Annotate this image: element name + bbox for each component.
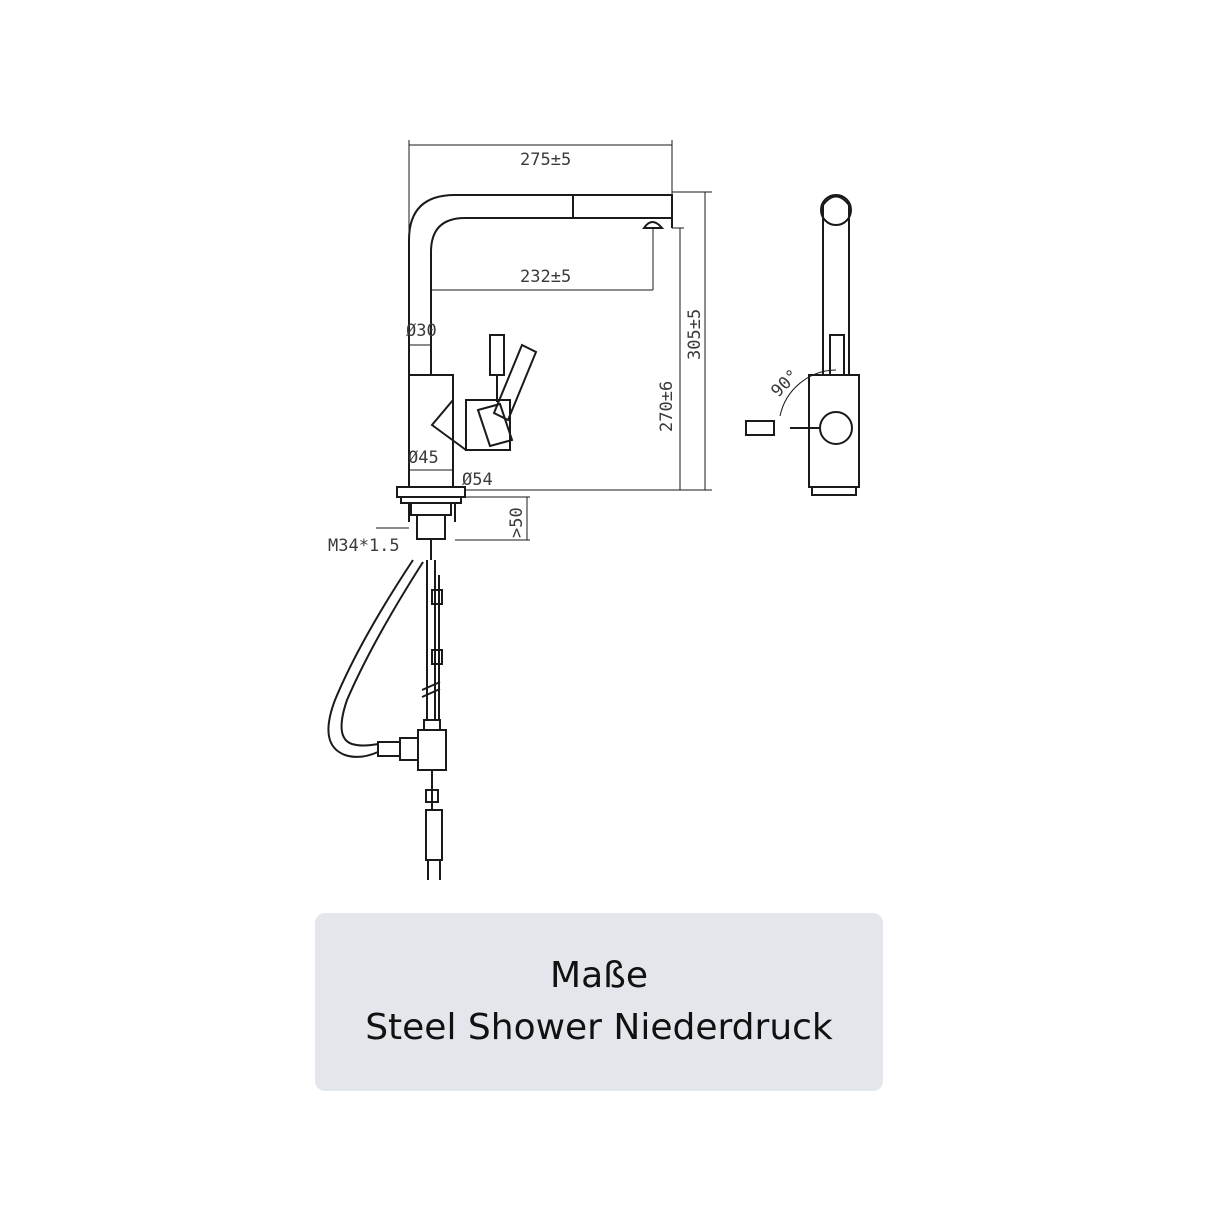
faucet-front-view: [327, 194, 673, 880]
dim-height-total: 305±5: [685, 309, 705, 360]
dim-dia-base: Ø54: [462, 470, 493, 490]
caption-title: Maße: [550, 955, 648, 996]
dim-spout-reach: 232±5: [520, 267, 571, 287]
caption-product-name: Steel Shower Niederdruck: [365, 1007, 833, 1048]
dim-dia-body: Ø45: [408, 448, 439, 468]
dim-dia-spout: Ø30: [406, 321, 437, 341]
dim-depth-min: >50: [507, 507, 527, 538]
dim-height-spout: 270±6: [657, 381, 677, 432]
dimension-lines: [376, 140, 712, 541]
faucet-side-view: [745, 194, 860, 496]
caption-box: Maße Steel Shower Niederdruck: [315, 913, 883, 1091]
dim-lever-angle: 90°: [767, 366, 803, 402]
dim-width-total: 275±5: [520, 150, 571, 170]
technical-drawing: 275±5 232±5 305±5 270±6 Ø30 Ø45 Ø54 >50 …: [327, 140, 860, 880]
dim-thread: M34*1.5: [328, 536, 400, 556]
